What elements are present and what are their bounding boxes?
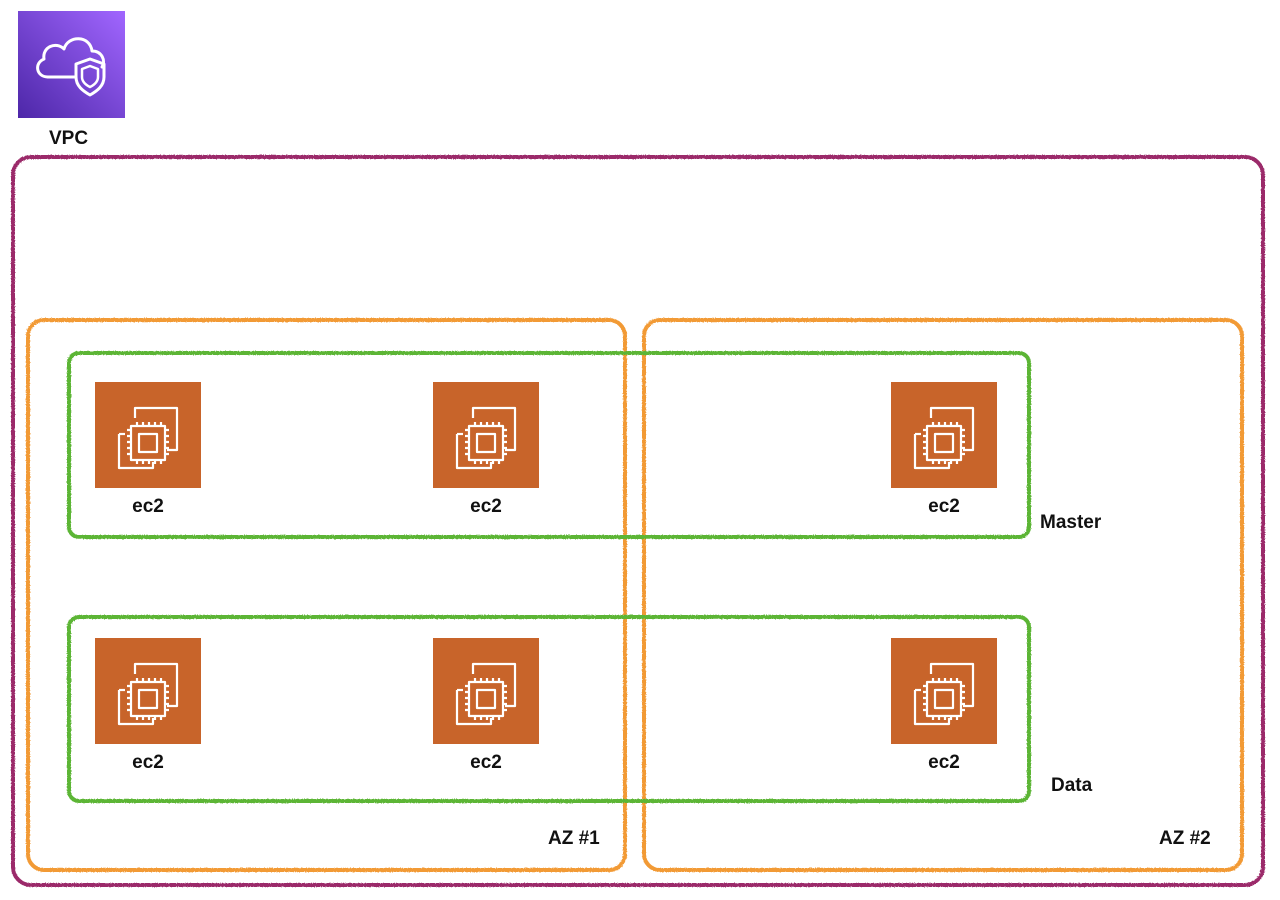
ec2-label: ec2 [928,752,960,773]
ec2-label: ec2 [132,752,164,773]
vpc-boundary [11,155,1265,887]
ec2-label: ec2 [132,496,164,517]
master-group-boundary [67,351,1031,539]
data-group-boundary [67,615,1031,803]
ec2-instance-icon [891,382,997,488]
master-group-label: Master [1040,512,1102,533]
ec2-label: ec2 [470,752,502,773]
ec2-label: ec2 [470,496,502,517]
ec2-instance-icon [891,638,997,744]
az2-label: AZ #2 [1159,828,1211,849]
ec2-instance-icon [433,382,539,488]
az1-boundary [26,318,627,872]
data-group-label: Data [1051,775,1093,796]
az1-label: AZ #1 [548,828,600,849]
vpc-label: VPC [49,128,89,149]
vpc-cloud-shield-icon [18,11,125,118]
ec2-instance-icon [433,638,539,744]
ec2-label: ec2 [928,496,960,517]
az2-boundary [642,318,1244,872]
ec2-instance-icon [95,382,201,488]
ec2-instance-icon [95,638,201,744]
